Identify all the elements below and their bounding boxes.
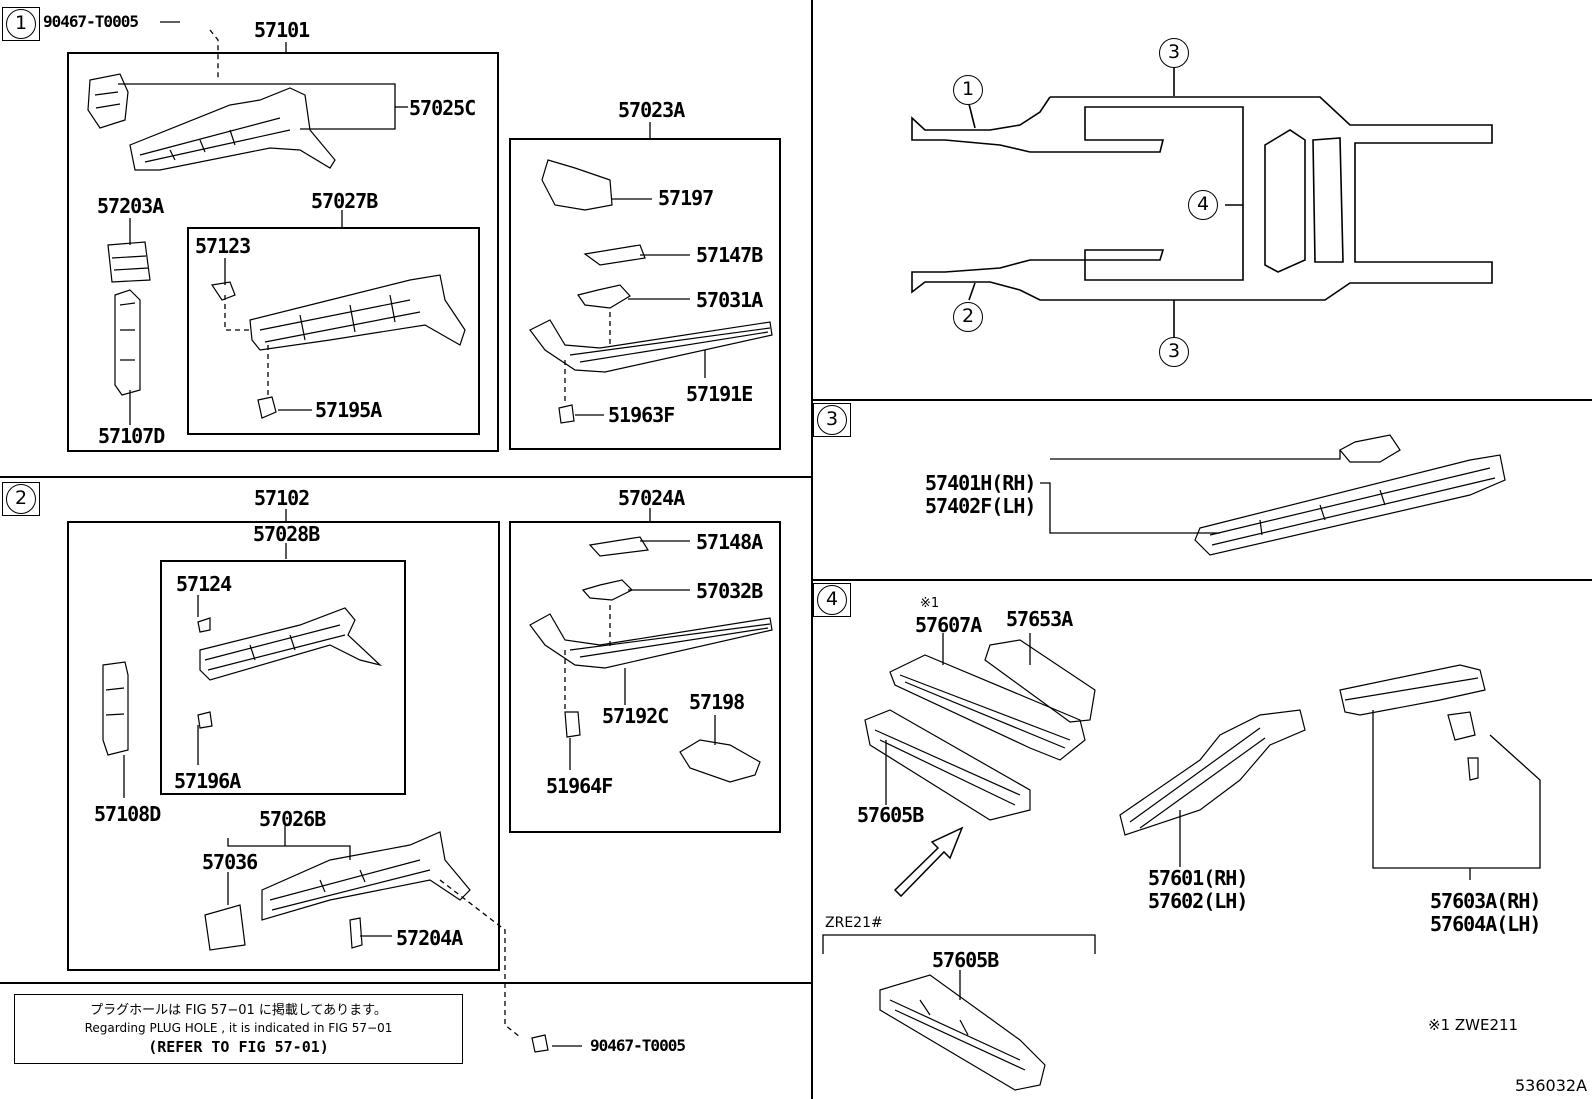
overview-marker-4: 4 bbox=[1188, 190, 1218, 220]
part-label-57028B: 57028B bbox=[253, 522, 320, 546]
part-label-57196A: 57196A bbox=[174, 769, 241, 793]
part-label-57036: 57036 bbox=[202, 850, 258, 874]
part-label-57197: 57197 bbox=[658, 186, 714, 210]
part-label-57108D: 57108D bbox=[94, 802, 161, 826]
overview-marker-3-bottom: 3 bbox=[1159, 337, 1189, 367]
plug-hole-note: プラグホールは FIG 57−01 に掲載してあります。 Regarding P… bbox=[14, 994, 463, 1064]
part-label-57203A: 57203A bbox=[97, 194, 164, 218]
section-1-number: 1 bbox=[6, 9, 36, 39]
assembly-box-57102 bbox=[67, 521, 500, 971]
section-1-marker: 1 bbox=[2, 7, 40, 41]
part-label-57192C: 57192C bbox=[602, 704, 669, 728]
overview-marker-1: 1 bbox=[953, 75, 983, 105]
part-label-57602: 57602(LH) bbox=[1148, 889, 1248, 913]
part-label-57027B: 57027B bbox=[311, 189, 378, 213]
part-label-57107D: 57107D bbox=[98, 424, 165, 448]
assembly-box-57027B bbox=[187, 227, 480, 435]
part-label-57023A: 57023A bbox=[618, 98, 685, 122]
direction-arrow bbox=[893, 826, 964, 898]
assembly-box-57028B bbox=[160, 560, 406, 795]
part-label-57032B: 57032B bbox=[696, 579, 763, 603]
note-line-refer: (REFER TO FIG 57-01) bbox=[148, 1038, 329, 1056]
overview-marker-3-top: 3 bbox=[1159, 38, 1189, 68]
part-label-57653A: 57653A bbox=[1006, 607, 1073, 631]
note-line-english: Regarding PLUG HOLE , it is indicated in… bbox=[84, 1021, 393, 1035]
part-label-57026B: 57026B bbox=[259, 807, 326, 831]
section-3-marker: 3 bbox=[813, 403, 851, 437]
part-label-57605B-zre21: 57605B bbox=[932, 948, 999, 972]
footnote-variant: ※1 ZWE211 bbox=[1428, 1016, 1519, 1034]
diagram-code: 536032A bbox=[1515, 1076, 1588, 1095]
part-label-57204A: 57204A bbox=[396, 926, 463, 950]
part-label-57025C: 57025C bbox=[409, 96, 476, 120]
part-label-57605B: 57605B bbox=[857, 803, 924, 827]
part-label-57148A: 57148A bbox=[696, 530, 763, 554]
part-label-57601: 57601(RH) bbox=[1148, 866, 1248, 890]
part-label-57147B: 57147B bbox=[696, 243, 763, 267]
section-4-number: 4 bbox=[817, 585, 847, 615]
part-label-51963F: 51963F bbox=[608, 403, 675, 427]
assembly-box-57101 bbox=[67, 52, 499, 452]
part-label-57031A: 57031A bbox=[696, 288, 763, 312]
part-label-57195A: 57195A bbox=[315, 398, 382, 422]
part-label-57604A: 57604A(LH) bbox=[1430, 912, 1541, 936]
part-label-57191E: 57191E bbox=[686, 382, 753, 406]
part-label-57607A: 57607A bbox=[915, 613, 982, 637]
part-label-90467-bottom: 90467-T0005 bbox=[590, 1036, 686, 1055]
part-label-57101: 57101 bbox=[254, 18, 310, 42]
assembly-box-57023A bbox=[509, 138, 781, 450]
part-label-90467-top: 90467-T0005 bbox=[43, 12, 139, 31]
variant-mark-1: ※1 bbox=[920, 596, 940, 611]
note-line-japanese: プラグホールは FIG 57−01 に掲載してあります。 bbox=[90, 1003, 387, 1018]
section-4-marker: 4 bbox=[813, 583, 851, 617]
section-3-number: 3 bbox=[817, 405, 847, 435]
part-label-57024A: 57024A bbox=[618, 486, 685, 510]
part-label-57102: 57102 bbox=[254, 486, 310, 510]
underbody-overview bbox=[911, 43, 1493, 345]
part-label-57603A: 57603A(RH) bbox=[1430, 889, 1541, 913]
variant-label-zre21: ZRE21# bbox=[825, 915, 883, 931]
part-label-57198: 57198 bbox=[689, 690, 745, 714]
part-label-57124: 57124 bbox=[176, 572, 232, 596]
assembly-box-57024A bbox=[509, 521, 781, 833]
section-2-number: 2 bbox=[6, 484, 36, 514]
part-label-57401H: 57401H(RH) bbox=[925, 471, 1036, 495]
part-label-57123: 57123 bbox=[195, 234, 251, 258]
overview-marker-2: 2 bbox=[953, 302, 983, 332]
part-label-51964F: 51964F bbox=[546, 774, 613, 798]
section-2-marker: 2 bbox=[2, 482, 40, 516]
part-label-57402F: 57402F(LH) bbox=[925, 494, 1036, 518]
